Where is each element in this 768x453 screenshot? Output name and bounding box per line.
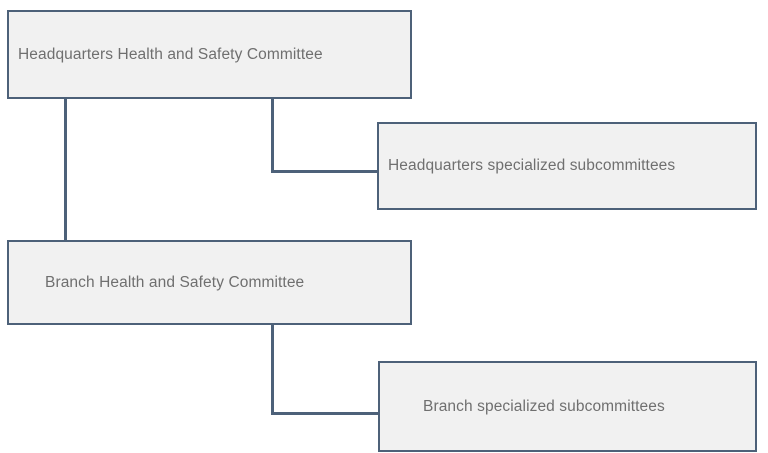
node-label-headquarters-specialized-subcommittees: Headquarters specialized subcommittees bbox=[388, 157, 676, 175]
node-headquarters-specialized-subcommittees[interactable]: Headquarters specialized subcommittees bbox=[377, 122, 757, 210]
node-branch-health-and-safety-committee[interactable]: Branch Health and Safety Committee bbox=[7, 240, 412, 325]
node-headquarters-health-and-safety-committee[interactable]: Headquarters Health and Safety Committee bbox=[7, 10, 412, 99]
connector-branch-committee-to-branch-subcommittees-vertical bbox=[271, 323, 274, 415]
node-label-branch-health-and-safety-committee: Branch Health and Safety Committee bbox=[45, 273, 305, 291]
connector-hq-committee-to-hq-subcommittees-horizontal bbox=[271, 170, 379, 173]
connector-branch-committee-to-branch-subcommittees-horizontal bbox=[271, 412, 380, 415]
node-branch-specialized-subcommittees[interactable]: Branch specialized subcommittees bbox=[378, 361, 757, 452]
connector-hq-committee-to-branch-committee bbox=[64, 97, 67, 242]
connector-hq-committee-to-hq-subcommittees-vertical bbox=[271, 97, 274, 173]
node-label-headquarters-health-and-safety-committee: Headquarters Health and Safety Committee bbox=[18, 45, 323, 63]
node-label-branch-specialized-subcommittees: Branch specialized subcommittees bbox=[423, 397, 665, 415]
